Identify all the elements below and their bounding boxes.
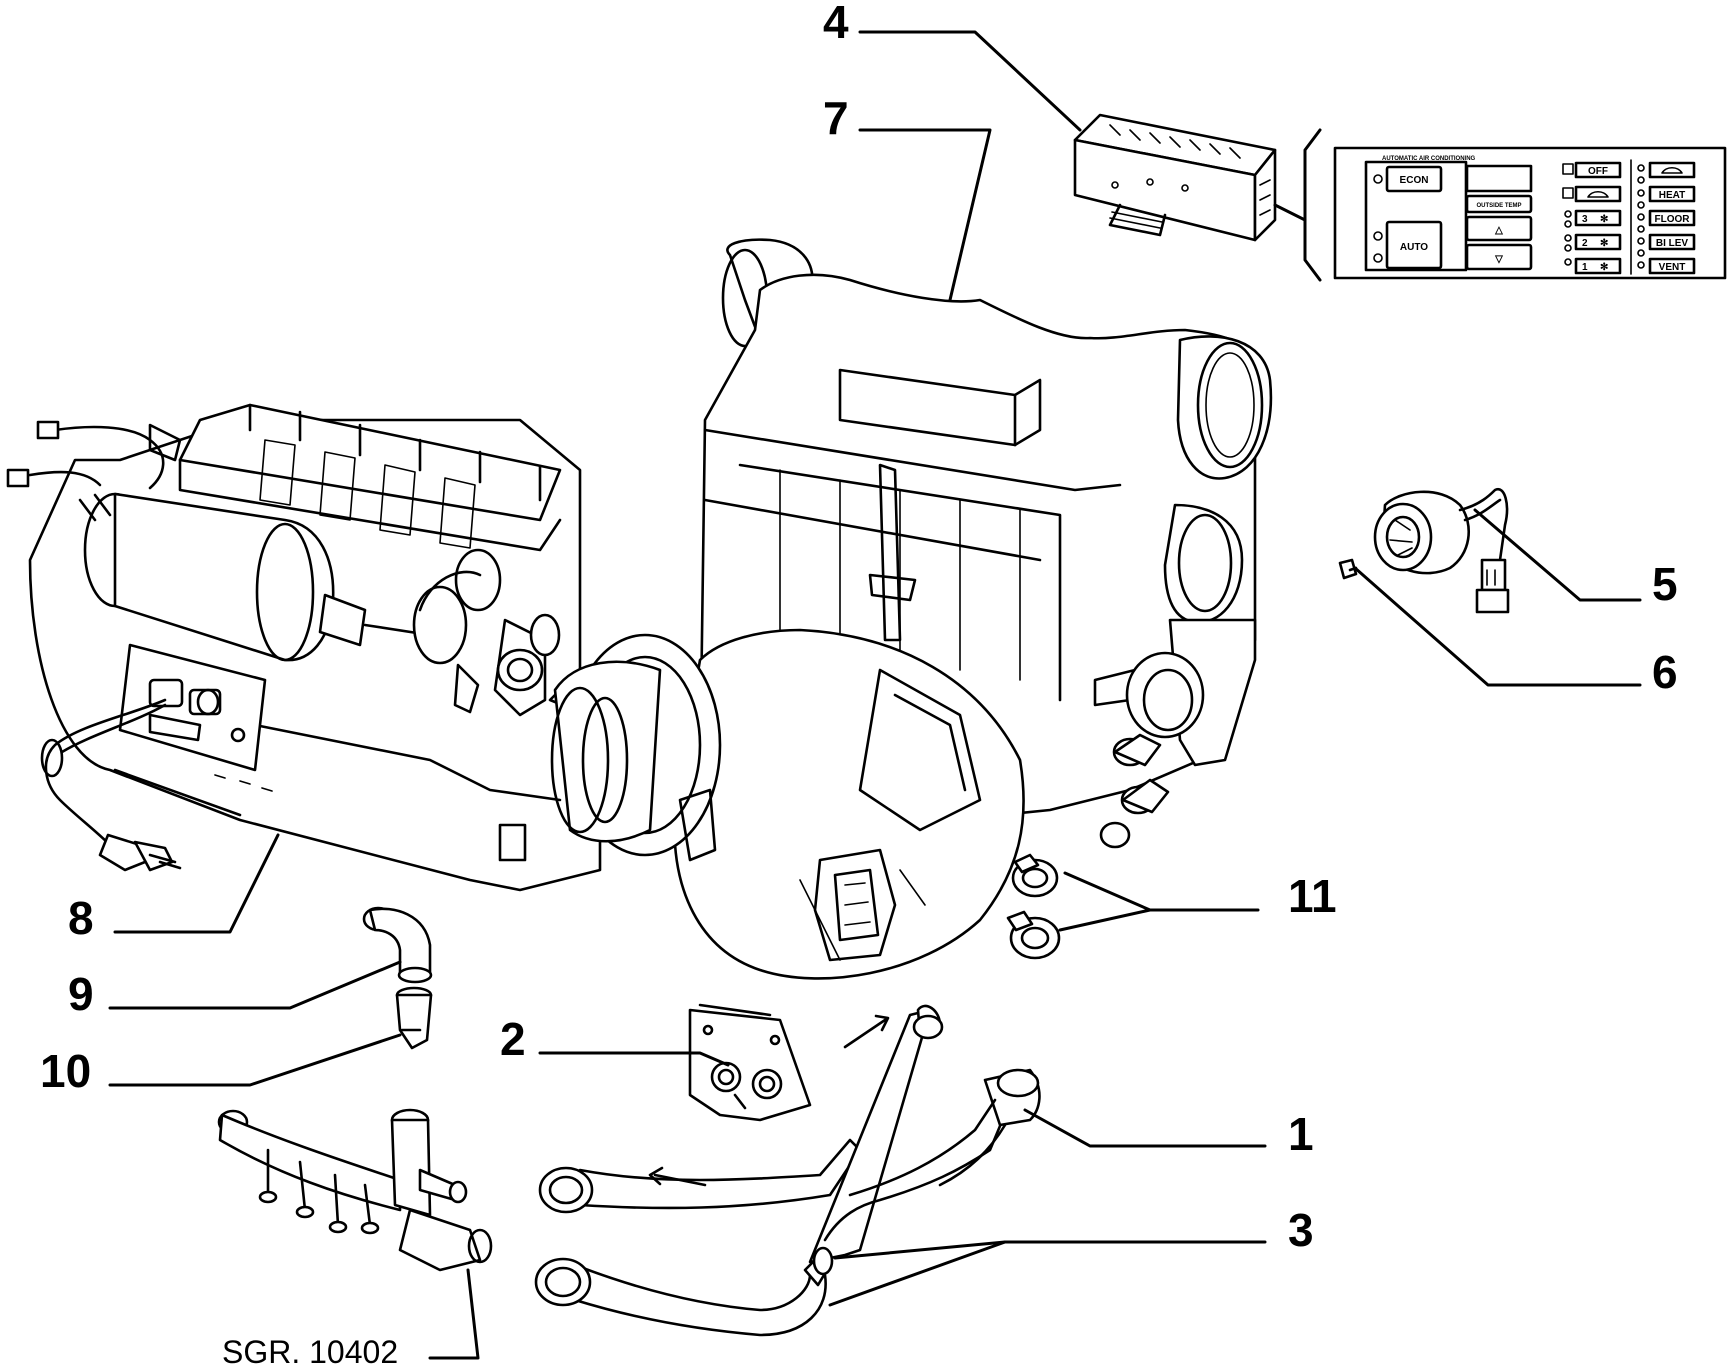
leader-4 xyxy=(858,30,1082,132)
fan-speed-3-button[interactable] xyxy=(1574,209,1622,227)
recirc-button[interactable] xyxy=(1574,185,1622,203)
fan-speed-3-label: 3 xyxy=(1582,214,1588,225)
fan-icon: ✻ xyxy=(1600,214,1608,225)
off-button[interactable] xyxy=(1574,161,1622,179)
leader-5 xyxy=(1473,508,1642,602)
callout-5: 5 xyxy=(1652,558,1678,610)
vent-label: VENT xyxy=(1659,262,1686,273)
callout-1: 1 xyxy=(1288,1108,1314,1160)
up-arrow-icon: △ xyxy=(1494,225,1503,236)
sensor-with-harness xyxy=(1373,487,1510,614)
mode-column: HEAT FLOOR BI LEV VENT xyxy=(1637,161,1696,275)
leader-9 xyxy=(108,960,402,1010)
fan-icon: ✻ xyxy=(1600,238,1608,249)
leader-3a xyxy=(833,1240,1267,1260)
panel-link-line xyxy=(1273,203,1307,222)
evaporator-unit xyxy=(6,403,662,892)
leader-11b xyxy=(1058,908,1152,932)
fan-speed-2-label: 2 xyxy=(1582,238,1588,249)
fan-icon: ✻ xyxy=(1600,262,1608,273)
temp-down-button[interactable] xyxy=(1465,243,1533,271)
econ-button[interactable] xyxy=(1385,165,1443,193)
fan-column: OFF 3 ✻ 2 ✻ 1 ✻ xyxy=(1562,159,1632,275)
reference-code: SGR. 10402 xyxy=(222,1334,398,1367)
fan-speed-2-button[interactable] xyxy=(1574,233,1622,251)
drain-nozzle xyxy=(395,986,433,1050)
temp-up-button[interactable] xyxy=(1465,215,1533,242)
panel-heading: AUTOMATIC AIR CONDITIONING xyxy=(1382,156,1476,162)
callout-2: 2 xyxy=(500,1013,526,1065)
callout-6: 6 xyxy=(1652,646,1678,698)
econ-label: ECON xyxy=(1400,175,1429,186)
elbow-hose xyxy=(362,906,433,984)
leader-ref xyxy=(428,1268,480,1360)
off-label: OFF xyxy=(1588,166,1608,177)
leader-2 xyxy=(538,1051,730,1067)
callout-8: 8 xyxy=(68,892,94,944)
callout-10: 10 xyxy=(40,1045,91,1097)
heater-pipes xyxy=(1099,733,1170,849)
callout-7: 7 xyxy=(823,92,849,144)
fan-speed-1-button[interactable] xyxy=(1574,257,1622,275)
floor-button[interactable] xyxy=(1648,209,1696,227)
outside-temp-button[interactable] xyxy=(1465,194,1533,214)
hose-clamps xyxy=(1006,853,1061,960)
heat-button[interactable] xyxy=(1648,185,1696,203)
auto-label: AUTO xyxy=(1400,242,1428,253)
bilev-button[interactable] xyxy=(1648,233,1696,251)
screw xyxy=(1338,558,1358,580)
panel-bracket xyxy=(1303,128,1322,282)
vent-button[interactable] xyxy=(1648,257,1696,275)
control-panel-face: AUTOMATIC AIR CONDITIONING ECON AUTO OUT… xyxy=(1333,146,1727,280)
outside-temp-label: OUTSIDE TEMP xyxy=(1476,203,1521,209)
water-manifold xyxy=(217,1108,493,1272)
fan-speed-1-label: 1 xyxy=(1582,262,1588,273)
coolant-hoses xyxy=(534,1004,1041,1337)
gasket-plate xyxy=(688,1003,812,1122)
down-arrow-icon: ▽ xyxy=(1494,254,1503,265)
temp-display xyxy=(1465,164,1533,193)
callout-numbers: 4 7 5 6 11 8 9 10 2 1 3 xyxy=(40,0,1678,1256)
car-recirculation-icon xyxy=(1587,190,1609,198)
callout-3: 3 xyxy=(1288,1204,1314,1256)
floor-label: FLOOR xyxy=(1655,214,1691,225)
defrost-button[interactable] xyxy=(1648,161,1696,179)
leader-11a xyxy=(1063,871,1260,912)
callout-4: 4 xyxy=(823,0,849,48)
leader-lines xyxy=(108,30,1642,1360)
callout-9: 9 xyxy=(68,968,94,1020)
leader-10 xyxy=(108,1033,402,1087)
auto-button[interactable] xyxy=(1385,220,1443,270)
leader-6 xyxy=(1353,566,1642,687)
defrost-icon xyxy=(1661,166,1683,174)
bilev-label: BI LEV xyxy=(1656,238,1689,249)
leader-8 xyxy=(113,833,280,934)
callout-11: 11 xyxy=(1288,870,1337,922)
leader-3b xyxy=(828,1240,1007,1307)
leader-7 xyxy=(858,128,992,302)
heat-label: HEAT xyxy=(1659,190,1685,201)
climate-control-module xyxy=(1073,113,1277,242)
leader-1 xyxy=(1023,1108,1267,1148)
